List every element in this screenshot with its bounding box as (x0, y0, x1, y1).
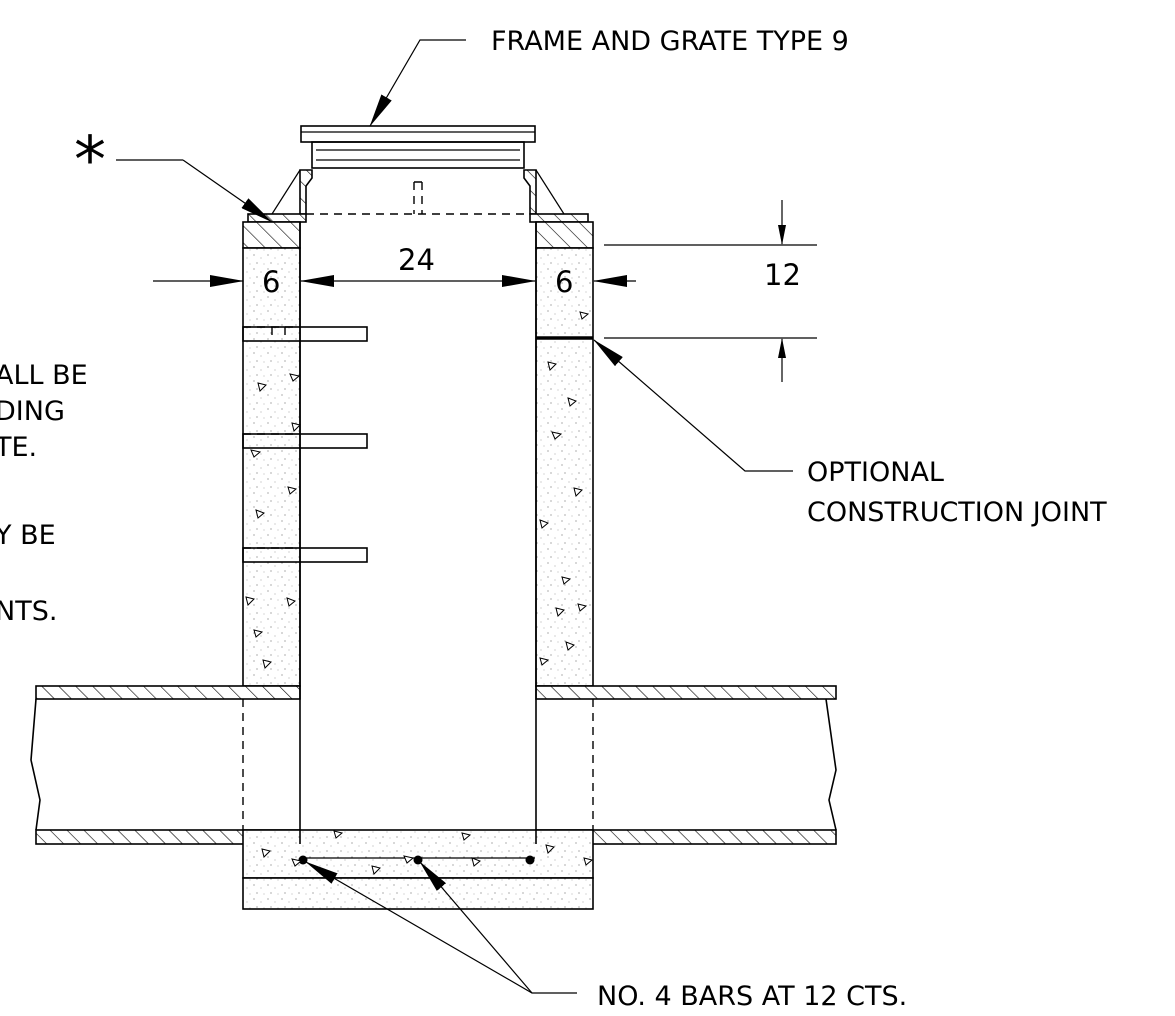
leaders (116, 39, 793, 994)
left-note-line1: ALL BE (0, 360, 88, 391)
optional-joint-label-line2: CONSTRUCTION JOINT (807, 497, 1107, 528)
rebar-dot-3 (525, 855, 535, 865)
dimension-left-wall: 6 (262, 265, 280, 299)
right-wall (535, 221, 594, 687)
frame-grate-label: FRAME AND GRATE TYPE 9 (491, 26, 849, 57)
frame-and-grate (247, 125, 589, 223)
left-note-line2: DING (0, 396, 65, 427)
dimension-top-height: 12 (764, 258, 801, 292)
dimension-right-wall: 6 (555, 265, 573, 299)
dimension-inside-width: 24 (398, 243, 435, 277)
asterisk-mark: * (74, 124, 106, 198)
base-slab (242, 829, 594, 910)
bars-label: NO. 4 BARS AT 12 CTS. (597, 981, 907, 1012)
aggregate-marks (245, 311, 594, 875)
right-pipe (535, 685, 837, 845)
left-pipe (30, 685, 301, 845)
dimensions (153, 200, 817, 382)
rebar-dot-1 (298, 855, 308, 865)
wall-steps (242, 326, 368, 563)
left-note-line3: TE. (0, 432, 37, 463)
optional-joint-label-line1: OPTIONAL (807, 457, 944, 488)
left-note-line4: Y BE (0, 520, 56, 551)
left-note-line5: NTS. (0, 596, 57, 627)
